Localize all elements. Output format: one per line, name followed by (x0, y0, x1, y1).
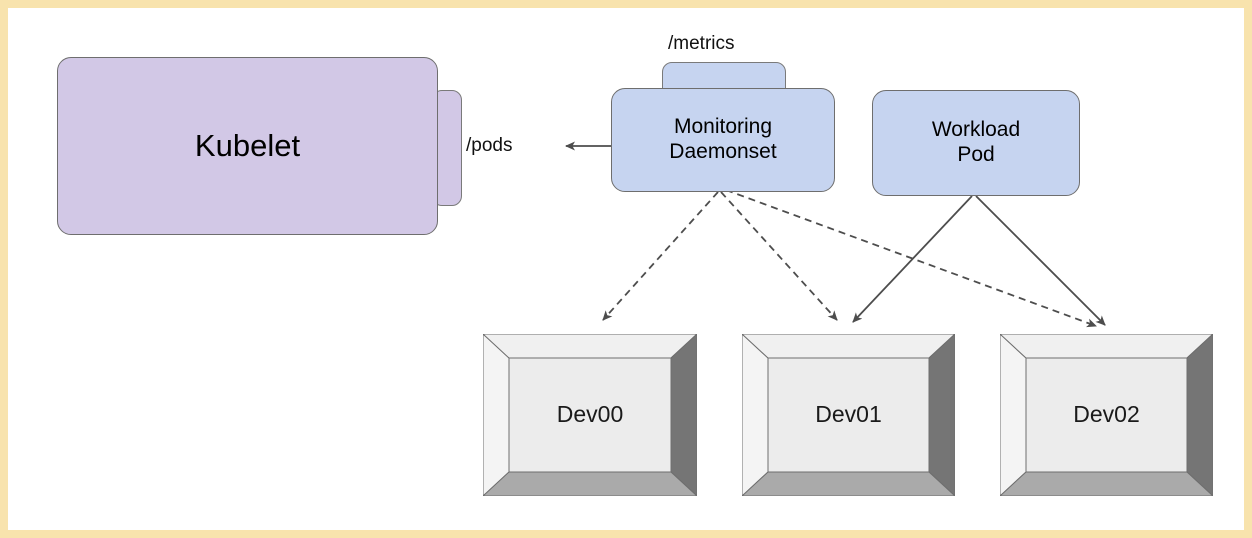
monitoring-daemonset-label-line1: Monitoring (673, 115, 773, 139)
monitoring-daemonset-label-line2: Daemonset (669, 140, 777, 163)
edge-workload-to-dev01 (852, 195, 973, 323)
device-dev00[interactable]: Dev00 (483, 334, 697, 496)
metrics-endpoint-label: /metrics (668, 33, 735, 54)
workload-pod-label-line2: Pod (957, 143, 995, 166)
device-dev02[interactable]: Dev02 (1000, 334, 1213, 496)
device-dev01[interactable]: Dev01 (742, 334, 955, 496)
device-dev02-label: Dev02 (1073, 401, 1140, 427)
edge-workload-to-dev02 (975, 195, 1106, 326)
edge-monitoring-to-dev02 (725, 189, 1097, 328)
monitoring-daemonset-node[interactable]: Monitoring Daemonset (611, 88, 835, 192)
edge-monitoring-to-dev00 (602, 191, 719, 321)
kubelet-node[interactable]: Kubelet (57, 57, 438, 235)
pods-endpoint-label: /pods (466, 135, 513, 156)
workload-pod-label-line1: Workload (931, 118, 1021, 142)
kubelet-label: Kubelet (194, 128, 301, 163)
workload-pod-node[interactable]: Workload Pod (872, 90, 1080, 196)
edge-monitoring-to-dev01 (720, 191, 838, 321)
device-dev01-label: Dev01 (815, 401, 882, 427)
device-dev00-label: Dev00 (556, 401, 624, 427)
